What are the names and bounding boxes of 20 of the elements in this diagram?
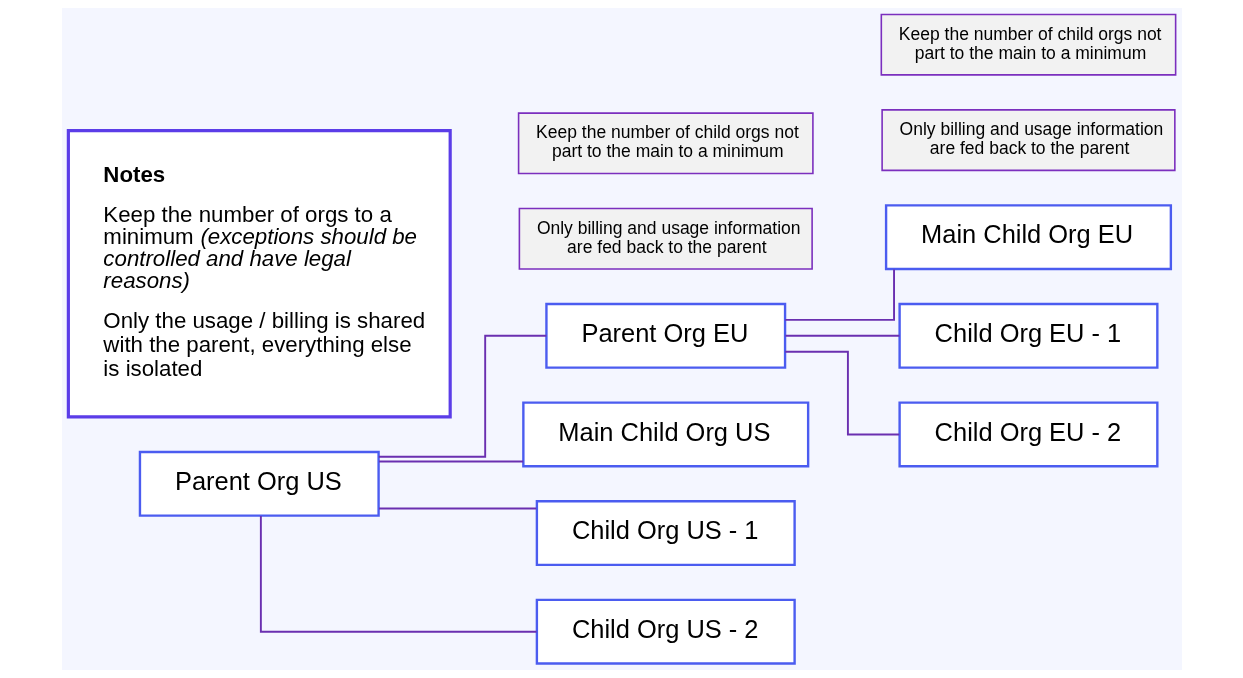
node-box: Keep the number of child orgs not part to the main to a minimum xyxy=(517,112,814,175)
node-box: Parent Org EU xyxy=(544,302,786,369)
node-box: Parent Org US xyxy=(138,450,380,517)
connector xyxy=(783,268,895,321)
connector xyxy=(784,334,900,337)
connector xyxy=(377,460,524,463)
node-box: Child Org EU - 1 xyxy=(897,302,1159,369)
node-box: Only billing and usage information are fed back to the parent xyxy=(518,207,813,270)
node-box: Child Org EU - 2 xyxy=(897,401,1159,468)
node-box: Only billing and usage information are fed back to the parent xyxy=(880,109,1176,172)
connector xyxy=(377,334,547,458)
node-box: Main Child Org EU xyxy=(884,204,1172,271)
connector xyxy=(259,514,537,633)
node-box: Notes Keep the number of orgs to a minimum (exceptions should be controlled and have legal reasons) Only the usage / billing is shared with the parent, everything else is isolated xyxy=(66,129,452,419)
node-box: Keep the number of child orgs not part to the main to a minimum xyxy=(880,13,1176,76)
node-box: Main Child Org US xyxy=(521,401,809,468)
connector xyxy=(377,507,537,510)
node-box: Child Org US - 1 xyxy=(535,500,796,567)
node-box: Child Org US - 2 xyxy=(535,598,796,665)
connector xyxy=(783,350,900,436)
